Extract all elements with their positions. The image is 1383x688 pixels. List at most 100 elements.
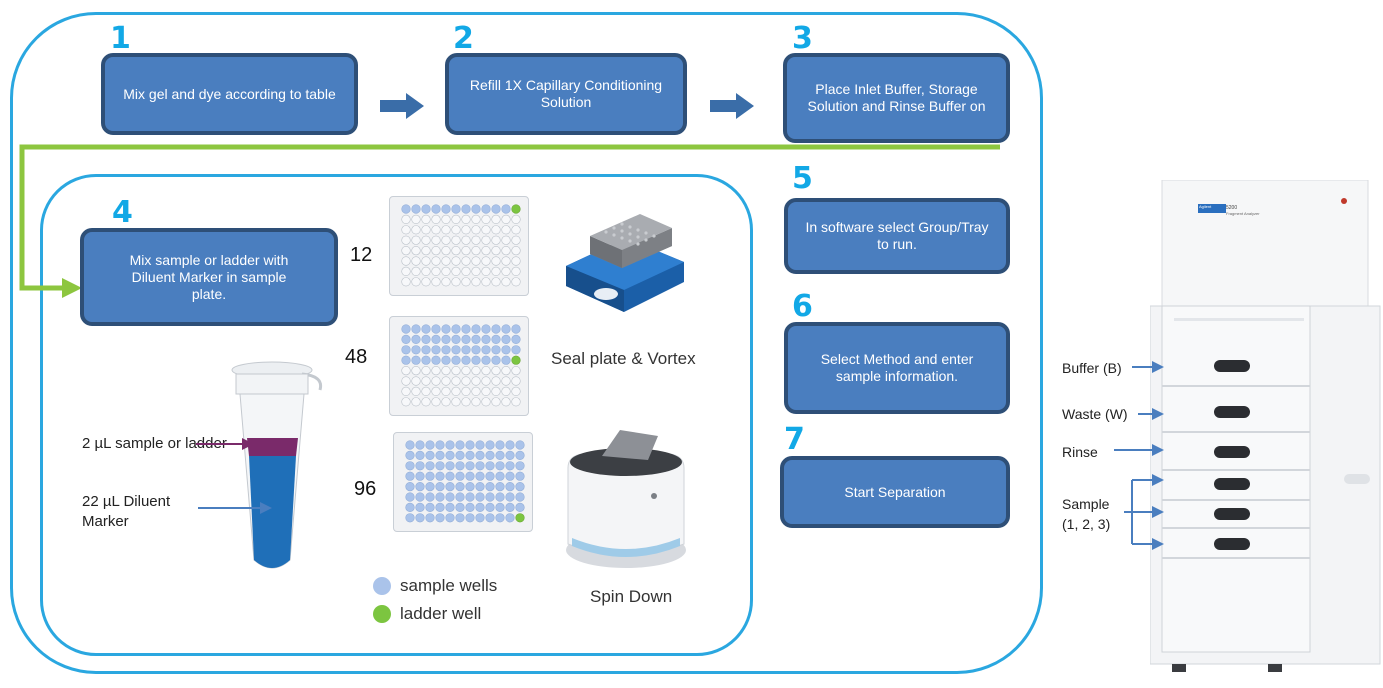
- empty-well: [411, 365, 421, 376]
- step-number-6: 6: [792, 289, 813, 324]
- sample-well: [461, 324, 471, 334]
- instrument-model-sub: Fragment Analyzer: [1226, 211, 1260, 216]
- ladder-well: [515, 513, 525, 523]
- sample-well: [505, 450, 515, 460]
- sample-well: [471, 334, 481, 344]
- empty-well: [401, 376, 411, 386]
- sample-arrow: [196, 438, 254, 450]
- sample-layer: [247, 438, 298, 456]
- sample-well: [405, 513, 415, 523]
- sample-well: [445, 513, 455, 523]
- empty-well: [401, 256, 411, 266]
- sample-well: [431, 334, 441, 344]
- empty-well: [451, 225, 461, 235]
- sample-well: [491, 334, 501, 344]
- arrow-step2-to-step3: [710, 93, 754, 119]
- empty-well: [401, 266, 411, 276]
- empty-well: [421, 365, 431, 376]
- empty-well: [481, 266, 491, 276]
- sample-well: [515, 471, 525, 481]
- empty-well: [411, 235, 421, 245]
- sample-well: [501, 204, 511, 214]
- empty-well: [481, 376, 491, 386]
- sample-well: [415, 492, 425, 502]
- empty-well: [431, 397, 441, 407]
- empty-well: [511, 277, 521, 287]
- sample-well: [415, 481, 425, 492]
- sample-well: [465, 471, 475, 481]
- sample-well: [401, 204, 411, 214]
- empty-well: [481, 235, 491, 245]
- sample-well: [495, 440, 505, 450]
- waste-label: Waste (W): [1062, 406, 1128, 422]
- empty-well: [421, 376, 431, 386]
- empty-well: [471, 386, 481, 396]
- empty-well: [401, 397, 411, 407]
- empty-well: [411, 397, 421, 407]
- step-5-text: In software select Group/Tray to run.: [805, 219, 989, 252]
- sample-well: [485, 492, 495, 502]
- sample1-drawer-handle: [1214, 478, 1250, 490]
- empty-well: [401, 365, 411, 376]
- sample-well: [411, 334, 421, 344]
- sample-well: [405, 461, 415, 471]
- empty-well: [501, 365, 511, 376]
- plate-count-12: 12: [350, 244, 373, 266]
- sample-well: [461, 204, 471, 214]
- empty-well: [501, 277, 511, 287]
- rinse-drawer-handle: [1214, 446, 1250, 458]
- sample-well: [411, 355, 421, 365]
- sample-well: [425, 450, 435, 460]
- empty-well: [491, 365, 501, 376]
- empty-well: [401, 214, 411, 224]
- tube-sample-label: 2 µL sample or ladder: [82, 435, 227, 452]
- sample-well: [411, 324, 421, 334]
- empty-well: [401, 225, 411, 235]
- sample-well: [421, 324, 431, 334]
- sample-well: [495, 450, 505, 460]
- empty-well: [421, 225, 431, 235]
- sample-well: [455, 440, 465, 450]
- sample-well: [415, 513, 425, 523]
- empty-well: [471, 376, 481, 386]
- empty-well: [431, 386, 441, 396]
- flow-line: [19, 144, 1000, 291]
- sample-well: [515, 440, 525, 450]
- sample-well: [425, 440, 435, 450]
- step-number-5: 5: [792, 161, 813, 196]
- sample-well: [515, 492, 525, 502]
- sample-well: [451, 334, 461, 344]
- step-6-box: Select Method and enter sample informati…: [784, 322, 1010, 414]
- sample-well: [475, 513, 485, 523]
- sample-well: [441, 355, 451, 365]
- empty-well: [491, 225, 501, 235]
- plate-96: [393, 432, 533, 532]
- sample-well: [485, 513, 495, 523]
- empty-well: [441, 277, 451, 287]
- sample-well: [455, 471, 465, 481]
- sample-well: [455, 492, 465, 502]
- empty-well: [461, 365, 471, 376]
- empty-well: [401, 386, 411, 396]
- empty-well: [461, 245, 471, 256]
- outer-workflow-frame: [10, 12, 1043, 674]
- sample-well: [471, 345, 481, 355]
- sample-well: [465, 502, 475, 512]
- sample-well: [485, 481, 495, 492]
- empty-well: [441, 386, 451, 396]
- sample-well: [465, 461, 475, 471]
- sample-well: [515, 461, 525, 471]
- sample-well: [425, 502, 435, 512]
- empty-well: [471, 225, 481, 235]
- empty-well: [481, 214, 491, 224]
- empty-well: [491, 376, 501, 386]
- empty-well: [411, 277, 421, 287]
- sample-well: [451, 355, 461, 365]
- empty-well: [491, 277, 501, 287]
- empty-well: [441, 214, 451, 224]
- sample-well: [501, 324, 511, 334]
- empty-well: [471, 277, 481, 287]
- sample-well: [481, 204, 491, 214]
- buffer-label: Buffer (B): [1062, 360, 1122, 376]
- sample-well: [425, 513, 435, 523]
